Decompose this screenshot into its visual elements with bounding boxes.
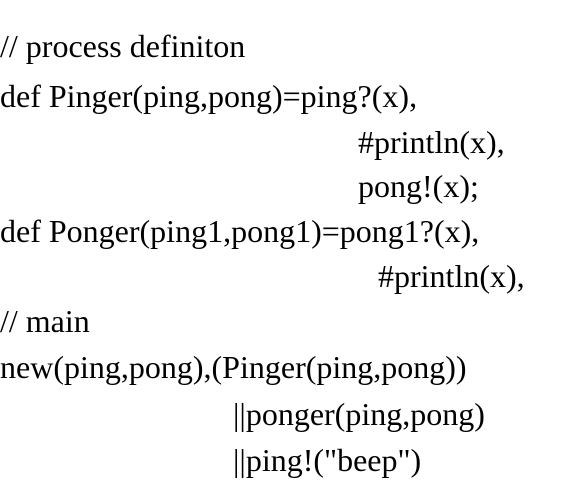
ponger-definition-line: def Ponger(ping1,pong1)=pong1?(x), [0, 213, 480, 249]
main-ping-parallel-line: ||ping!("beep") [233, 442, 422, 478]
main-ponger-parallel-line: ||ponger(ping,pong) [233, 396, 485, 432]
pinger-println-line: #println(x), [358, 124, 505, 160]
comment-main: // main [0, 303, 90, 339]
pinger-definition-line: def Pinger(ping,pong)=ping?(x), [0, 78, 418, 114]
main-new-line: new(ping,pong),(Pinger(ping,pong)) [0, 349, 467, 385]
comment-process-definition: // process definiton [0, 28, 246, 64]
pinger-send-line: pong!(x); [358, 168, 479, 204]
ponger-println-line: #println(x), [378, 258, 525, 294]
